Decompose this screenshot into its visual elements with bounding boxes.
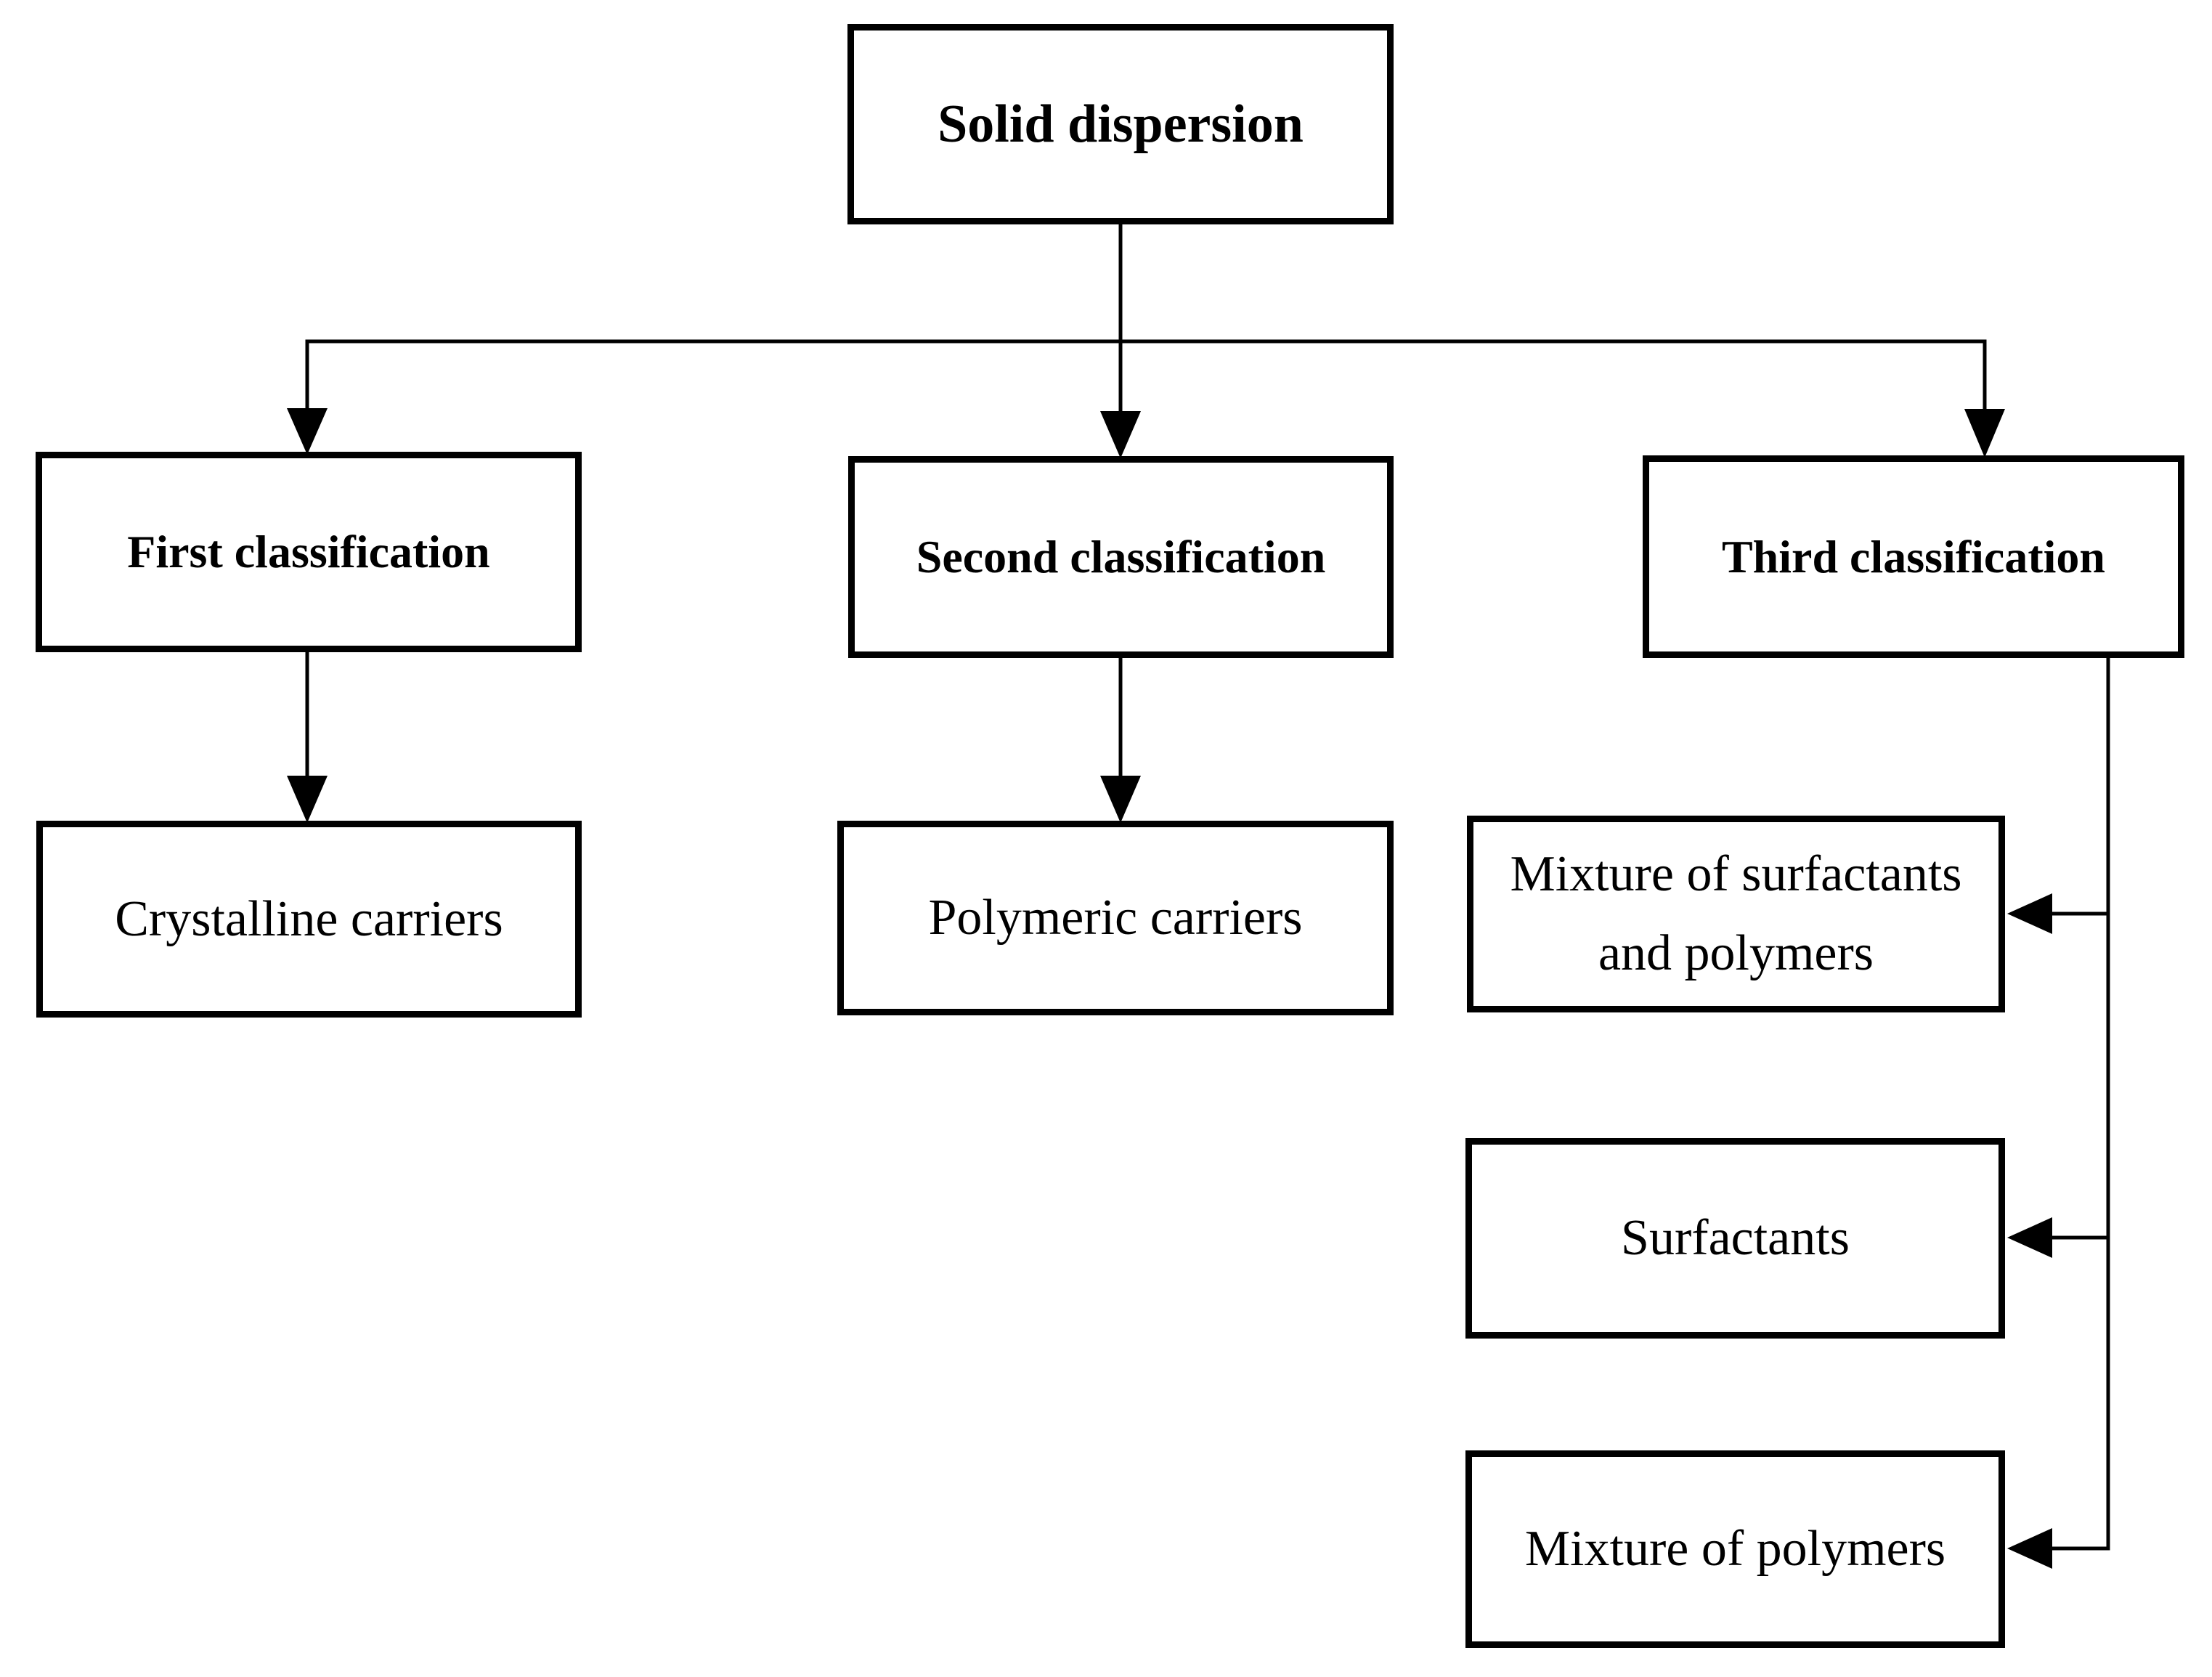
edge-solid-dispersion-distribution-line [305,339,1987,411]
node-mixture-surfactants-polymers-line1: Mixture of surfactants [1510,846,1962,902]
node-third-classification: Third classification [1643,455,2184,658]
node-mixture-surfactants-polymers: Mixture of surfactants and polymers [1467,816,2005,1012]
node-solid-dispersion-label: Solid dispersion [938,94,1304,154]
node-mixture-surfactants-polymers-label: Mixture of surfactants and polymers [1510,835,1961,993]
node-solid-dispersion: Solid dispersion [847,24,1394,224]
node-polymeric-carriers-label: Polymeric carriers [928,890,1303,946]
node-third-classification-label: Third classification [1721,530,2106,582]
arrowhead-down-crystalline-carriers [287,776,328,823]
node-polymeric-carriers: Polymeric carriers [837,821,1394,1015]
arrowhead-down-third-classification [1964,409,2005,458]
node-second-classification-label: Second classification [916,531,1326,582]
node-mixture-surfactants-polymers-line2: and polymers [1598,925,1874,981]
node-surfactants: Surfactants [1465,1138,2005,1339]
edge-third-classification-spine [2049,657,2110,1551]
node-crystalline-carriers: Crystalline carriers [36,821,582,1018]
arrowhead-left-mixture-surfactants-polymers [2007,893,2052,934]
arrowhead-left-surfactants [2007,1217,2052,1258]
arrowhead-left-mixture-polymers [2007,1528,2052,1569]
node-mixture-polymers-label: Mixture of polymers [1524,1521,1946,1577]
arrowhead-down-second-classification [1100,411,1141,458]
node-first-classification: First classification [36,452,582,652]
arrowhead-down-polymeric-carriers [1100,776,1141,823]
node-surfactants-label: Surfactants [1621,1210,1850,1266]
node-first-classification-label: First classification [127,526,490,577]
node-second-classification: Second classification [848,456,1394,658]
node-crystalline-carriers-label: Crystalline carriers [115,890,503,947]
node-mixture-polymers: Mixture of polymers [1465,1450,2005,1648]
arrowhead-down-first-classification [287,408,328,455]
